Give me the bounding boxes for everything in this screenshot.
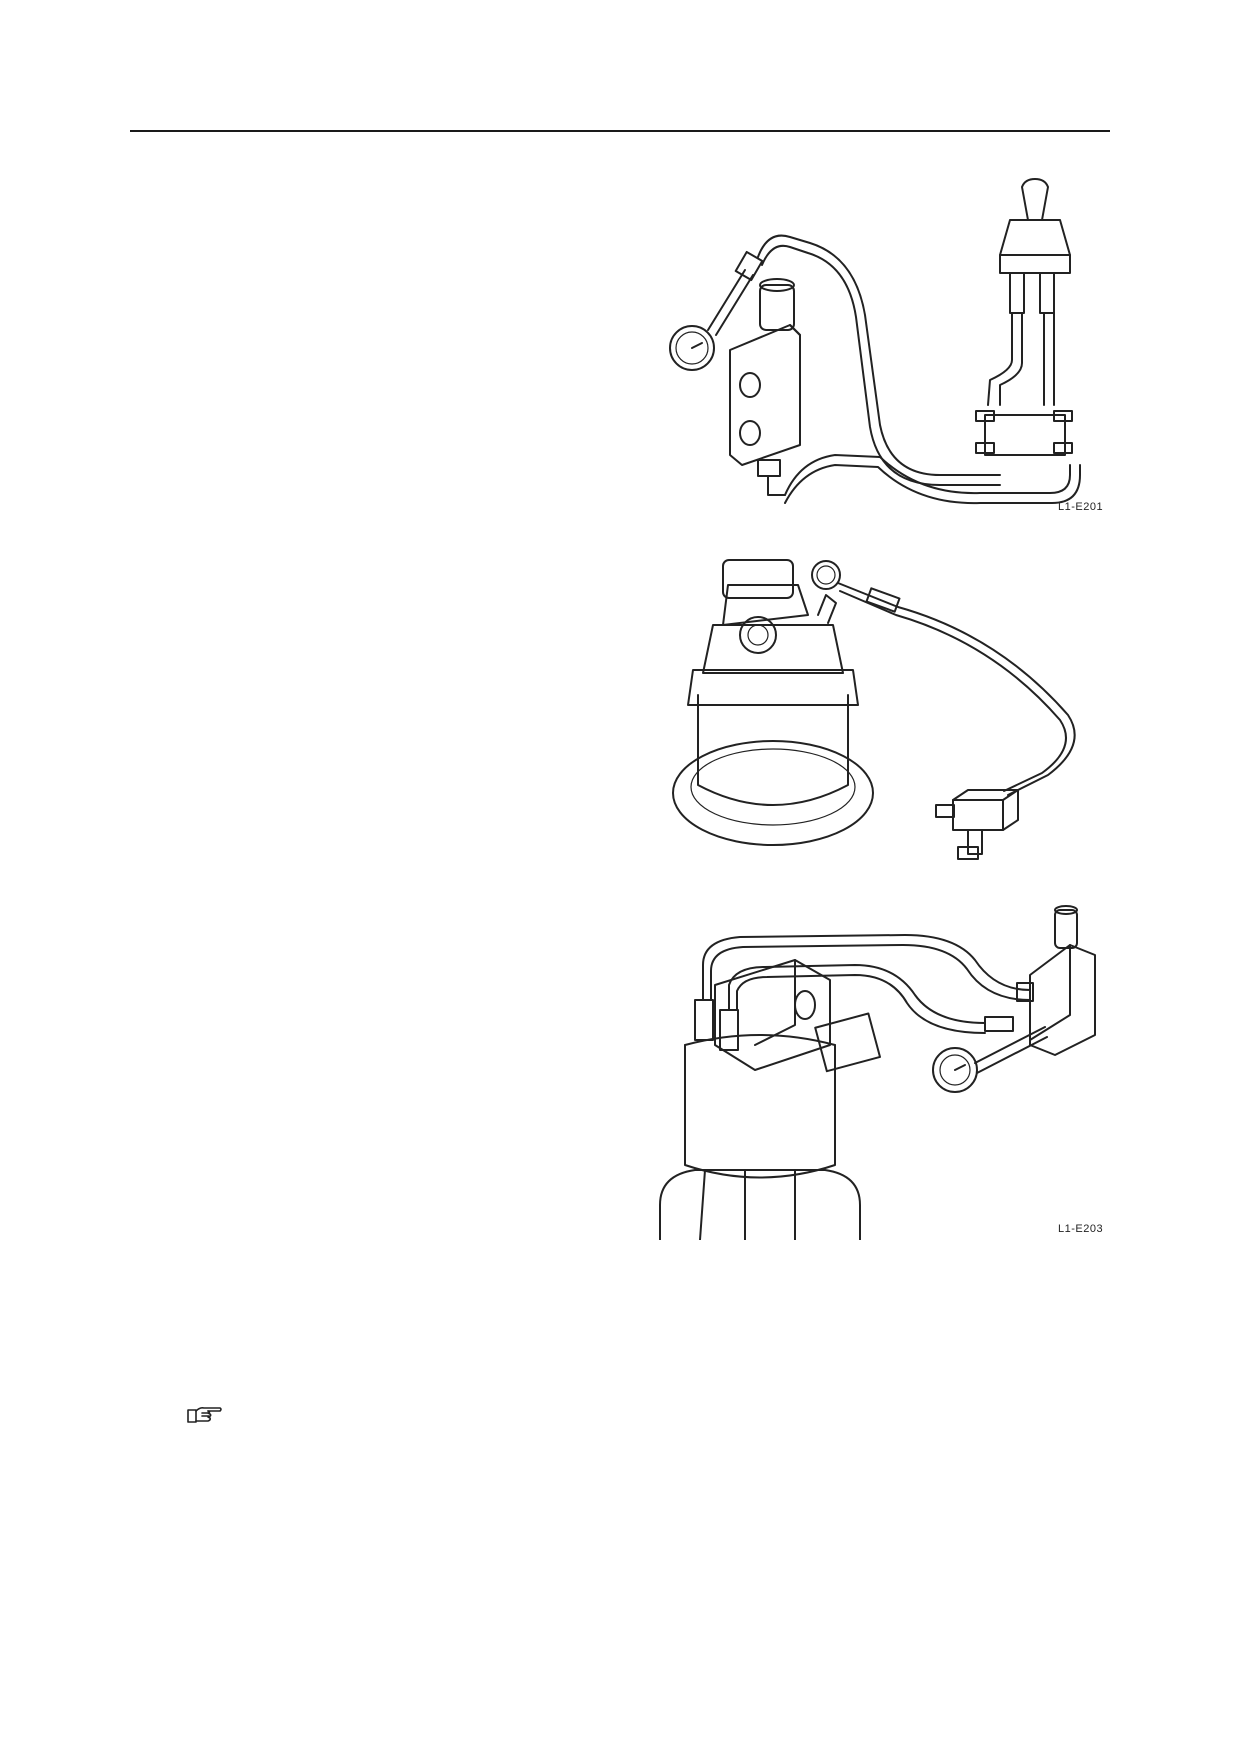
figure-l1-e203: L1-E203 [655, 905, 1120, 1240]
control-valve-drawing [729, 278, 801, 496]
figure-label: L1-E203 [1058, 1223, 1104, 1235]
fitting-block-drawing [935, 789, 1019, 860]
pressure-gauge-drawing [669, 250, 764, 371]
relief-valve-drawing [1016, 905, 1096, 1056]
figure-label: L1-E201 [1058, 501, 1104, 513]
joystick-drawing [975, 178, 1073, 456]
figure-swing-motor [668, 555, 1108, 873]
pointing-hand-icon [186, 1402, 222, 1426]
header-rule [130, 130, 1110, 132]
figure-l1-e201: L1-E201 [650, 175, 1120, 520]
